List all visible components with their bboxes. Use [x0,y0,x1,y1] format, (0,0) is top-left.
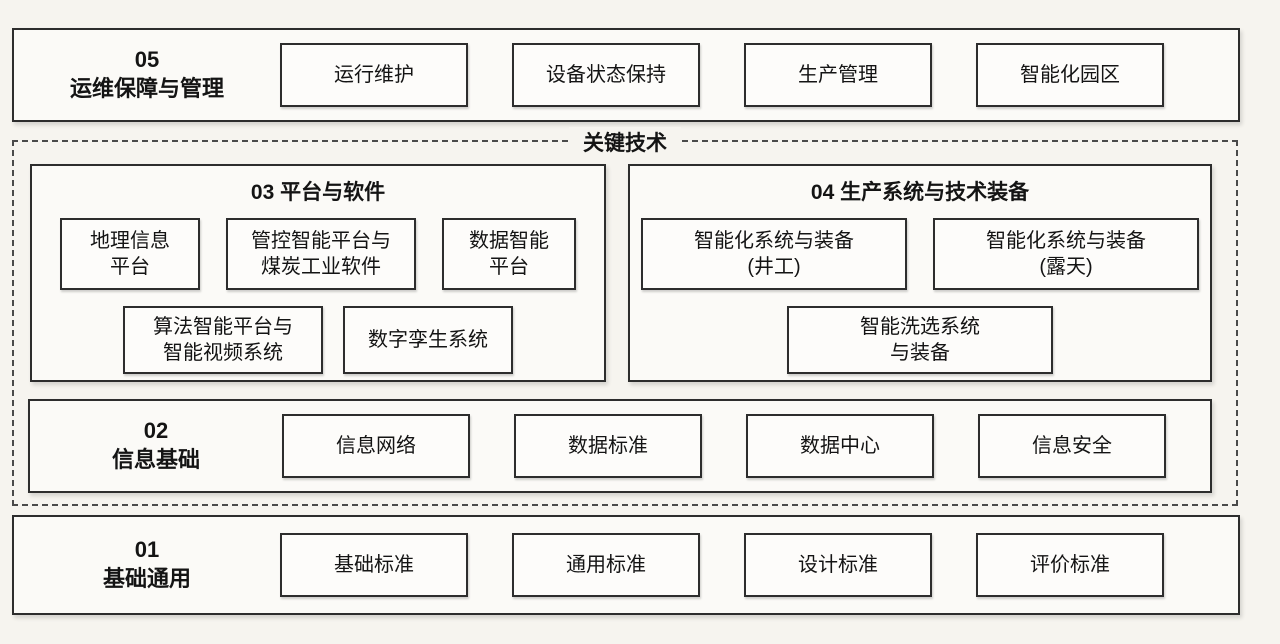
panel-03-row2: 算法智能平台与 智能视频系统 数字孪生系统 [32,306,604,374]
chip-information-network: 信息网络 [282,414,470,478]
layer-05-items: 运行维护 设备状态保持 生产管理 智能化园区 [280,43,1164,107]
panel-03-title: 03 平台与软件 [250,181,386,204]
layer-02-label: 02 信息基础 [30,417,282,474]
layer-01-name: 基础通用 [102,566,191,591]
chip-label-line: 与装备 [890,342,950,364]
chip-operation-maintenance: 运行维护 [280,43,468,107]
layer-02-code: 02 [143,418,169,444]
chip-label-line: 智能洗选系统 [860,315,980,338]
chip-basic-standard: 基础标准 [280,533,468,597]
layer-01-band: 01 基础通用 基础标准 通用标准 设计标准 评价标准 [12,515,1240,615]
key-technology-container: 关键技术 03 平台与软件 地理信息 平台 管控智能平台与 煤炭工业软件 数据智… [12,127,1238,506]
chip-label-line: 算法智能平台与 [153,315,293,338]
layer-02-name: 信息基础 [111,447,200,472]
chip-intelligent-park: 智能化园区 [976,43,1164,107]
chip-label: 基础标准 [334,553,414,576]
chip-label: 数据中心 [800,434,880,457]
chip-intelligent-washing-systems: 智能洗选系统 与装备 [787,306,1053,374]
chip-label: 信息网络 [336,434,416,457]
chip-gis-platform: 地理信息 平台 [60,218,200,290]
chip-label-line: 智能化系统与装备 [986,229,1146,252]
chip-data-standard: 数据标准 [514,414,702,478]
chip-label-line: 管控智能平台与 [251,229,391,252]
chip-label-line: 平台 [489,256,529,278]
chip-label-line: 数据智能 [469,229,549,252]
chip-evaluation-standard: 评价标准 [976,533,1164,597]
chip-data-center: 数据中心 [746,414,934,478]
layer-02-items: 信息网络 数据标准 数据中心 信息安全 [282,414,1166,478]
chip-label: 评价标准 [1030,553,1110,576]
layer-01-label: 01 基础通用 [14,536,280,593]
chip-label-line: (井工) [747,256,801,278]
panel-03-row1: 地理信息 平台 管控智能平台与 煤炭工业软件 数据智能 平台 [32,218,604,290]
panel-04-title: 04 生产系统与技术装备 [810,181,1030,204]
panel-04-row2: 智能洗选系统 与装备 [630,306,1210,374]
chip-production-management: 生产管理 [744,43,932,107]
layer-02-band: 02 信息基础 信息网络 数据标准 数据中心 信息安全 [28,399,1212,493]
chip-label-line: (露天) [1039,256,1093,278]
chip-equipment-status: 设备状态保持 [512,43,700,107]
chip-label-line: 平台 [110,256,150,278]
chip-label: 通用标准 [566,553,646,576]
layer-01-items: 基础标准 通用标准 设计标准 评价标准 [280,533,1164,597]
panel-04-production-equipment: 04 生产系统与技术装备 智能化系统与装备 (井工) 智能化系统与装备 (露天)… [628,164,1212,382]
chip-general-standard: 通用标准 [512,533,700,597]
chip-label: 数据标准 [568,434,648,457]
chip-data-intelligence-platform: 数据智能 平台 [442,218,576,290]
chip-label-line: 智能化系统与装备 [694,229,854,252]
chip-label-line: 煤炭工业软件 [261,256,381,278]
chip-label: 智能化园区 [1020,63,1120,86]
layer-01-code: 01 [134,537,160,563]
layer-05-label: 05 运维保障与管理 [14,46,280,103]
chip-information-security: 信息安全 [978,414,1166,478]
layer-05-name: 运维保障与管理 [69,76,224,101]
chip-intelligent-systems-openpit: 智能化系统与装备 (露天) [933,218,1199,290]
layer-05-band: 05 运维保障与管理 运行维护 设备状态保持 生产管理 智能化园区 [12,28,1240,122]
panel-03-platform-software: 03 平台与软件 地理信息 平台 管控智能平台与 煤炭工业软件 数据智能 平台 … [30,164,606,382]
chip-label: 生产管理 [798,63,878,86]
chip-control-platform-software: 管控智能平台与 煤炭工业软件 [226,218,416,290]
chip-label: 设备状态保持 [546,63,666,86]
panel-04-row1: 智能化系统与装备 (井工) 智能化系统与装备 (露天) [630,218,1210,290]
key-technology-label: 关键技术 [569,127,681,157]
chip-digital-twin-system: 数字孪生系统 [343,306,513,374]
chip-label: 运行维护 [334,63,414,86]
chip-algorithm-video-platform: 算法智能平台与 智能视频系统 [123,306,323,374]
chip-design-standard: 设计标准 [744,533,932,597]
chip-intelligent-systems-underground: 智能化系统与装备 (井工) [641,218,907,290]
chip-label: 信息安全 [1032,434,1112,457]
chip-label-line: 智能视频系统 [163,342,283,364]
chip-label-line: 地理信息 [90,229,170,252]
chip-label: 设计标准 [798,553,878,576]
layer-05-code: 05 [134,47,160,73]
chip-label-line: 数字孪生系统 [368,328,488,351]
